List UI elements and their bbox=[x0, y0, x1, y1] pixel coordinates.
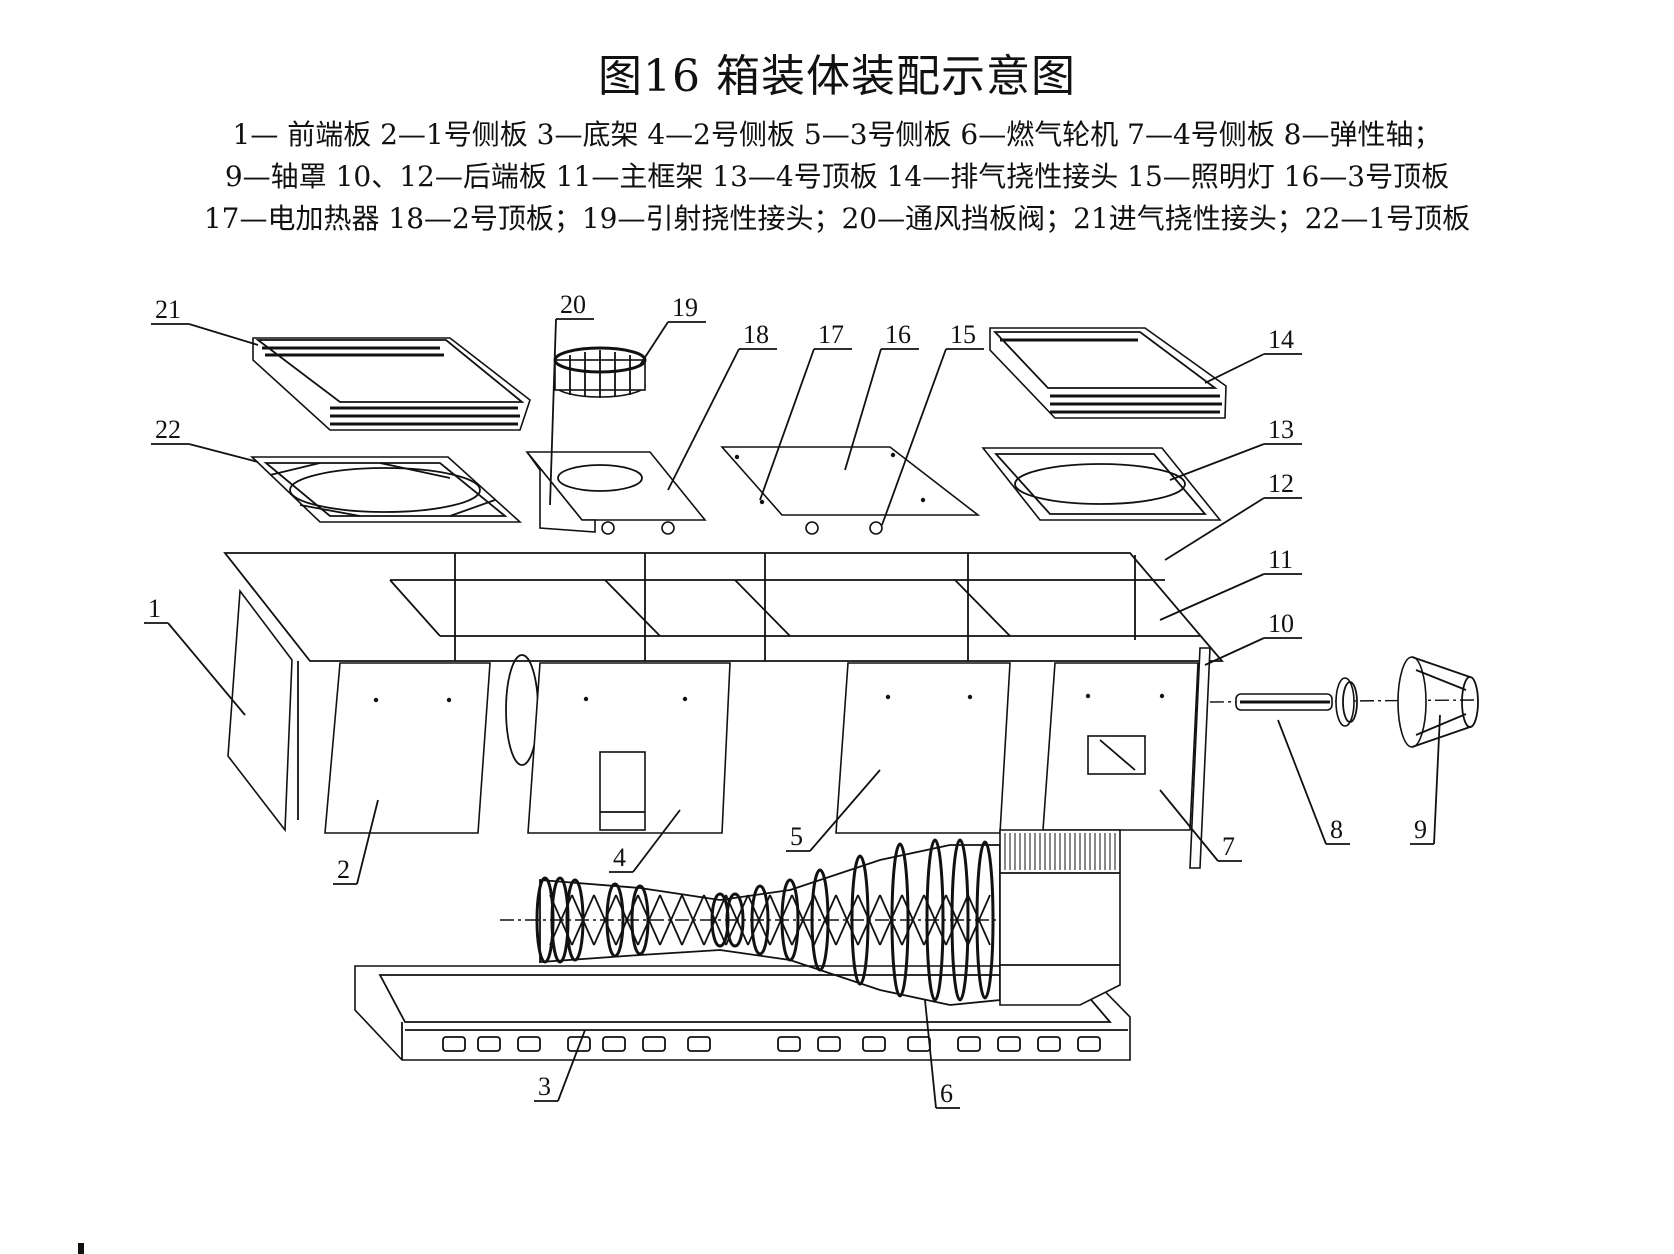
callout-leader bbox=[1433, 714, 1441, 845]
callout-leader bbox=[1204, 353, 1265, 384]
callout-leader bbox=[1169, 443, 1265, 481]
ejector-flexible-joint-19 bbox=[553, 346, 647, 398]
base-slot bbox=[997, 1036, 1021, 1052]
base-slot bbox=[567, 1036, 591, 1052]
main-frame-11 bbox=[223, 552, 1224, 831]
callout-leader bbox=[557, 1029, 586, 1102]
callout-8: 8 bbox=[1330, 815, 1343, 844]
callout-13: 13 bbox=[1268, 415, 1294, 444]
base-slot bbox=[642, 1036, 666, 1052]
legend-line-3: 17—电加热器 18—2号顶板；19—引射挠性接头；20—通风挡板阀；21进气挠… bbox=[203, 202, 1471, 235]
callout-leader bbox=[667, 348, 740, 491]
callout-leader bbox=[167, 622, 246, 716]
base-slot bbox=[1037, 1036, 1061, 1052]
callout-leader bbox=[356, 799, 379, 885]
turbine-ring bbox=[975, 840, 995, 1000]
callout-leaders bbox=[144, 318, 1441, 1109]
callout-leader bbox=[1277, 719, 1327, 845]
roof-panel-4-13 bbox=[981, 447, 1222, 521]
callout-19: 19 bbox=[672, 293, 698, 322]
callout-22: 22 bbox=[155, 415, 181, 444]
base-slot bbox=[817, 1036, 841, 1052]
side-panel-3-5 bbox=[835, 662, 1011, 834]
turbine-ring bbox=[630, 884, 650, 956]
callout-18: 18 bbox=[743, 320, 769, 349]
callout-3: 3 bbox=[538, 1072, 551, 1101]
callout-leader bbox=[549, 318, 557, 506]
shaft-cover-9 bbox=[1397, 656, 1479, 748]
turbine-ring bbox=[725, 892, 745, 948]
front-end-panel-1 bbox=[227, 588, 293, 833]
roof-panel-1-22 bbox=[250, 456, 523, 523]
callout-leader bbox=[1164, 497, 1265, 561]
base-slot bbox=[517, 1036, 541, 1052]
callout-11: 11 bbox=[1268, 545, 1293, 574]
callout-leader bbox=[188, 323, 259, 346]
turbine-ring bbox=[605, 882, 625, 958]
base-slot bbox=[477, 1036, 501, 1052]
base-slot bbox=[1077, 1036, 1101, 1052]
base-slot bbox=[602, 1036, 626, 1052]
base-slot bbox=[862, 1036, 886, 1052]
callout-leader bbox=[1159, 789, 1219, 862]
side-panel-4-7 bbox=[1042, 662, 1199, 831]
callout-17: 17 bbox=[818, 320, 844, 349]
base-slot bbox=[957, 1036, 981, 1052]
callout-12: 12 bbox=[1268, 469, 1294, 498]
callout-leader bbox=[639, 321, 669, 366]
elastic-shaft-8 bbox=[1209, 677, 1476, 727]
callout-20: 20 bbox=[560, 290, 586, 319]
base-slot bbox=[442, 1036, 466, 1052]
base-frame-3 bbox=[354, 965, 1131, 1061]
legend-line-2: 9—轴罩 10、12—后端板 11—主框架 13—4号顶板 14—排气挠性接头 … bbox=[224, 160, 1450, 193]
callout-5: 5 bbox=[790, 822, 803, 851]
callout-16: 16 bbox=[885, 320, 911, 349]
turbine-ring bbox=[810, 868, 830, 972]
callout-7: 7 bbox=[1222, 832, 1235, 861]
inlet-flexible-joint-21 bbox=[252, 337, 531, 431]
turbine-ring bbox=[925, 838, 945, 1002]
callout-leader bbox=[881, 348, 947, 526]
turbine-ring bbox=[750, 884, 770, 956]
callout-leader bbox=[632, 809, 681, 873]
turbine-ring bbox=[780, 878, 800, 962]
legend-line-1: 1— 前端板 2—1号侧板 3—底架 4—2号侧板 5—3号侧板 6—燃气轮机 … bbox=[232, 118, 1442, 151]
turbine-ring bbox=[950, 838, 970, 1002]
rear-end-panel-10 bbox=[1189, 647, 1211, 869]
roof-panel-2-18 bbox=[525, 451, 707, 535]
callout-15: 15 bbox=[950, 320, 976, 349]
roof-panel-3-16 bbox=[720, 446, 981, 535]
base-slot bbox=[777, 1036, 801, 1052]
callout-leader bbox=[759, 348, 815, 501]
callout-1: 1 bbox=[148, 594, 161, 623]
exhaust-flexible-joint-14 bbox=[989, 327, 1227, 419]
base-slot bbox=[687, 1036, 711, 1052]
callout-10: 10 bbox=[1268, 609, 1294, 638]
callout-leader bbox=[924, 999, 937, 1109]
callout-2: 2 bbox=[337, 855, 350, 884]
side-panel-1-2 bbox=[324, 662, 491, 834]
callout-leader bbox=[1159, 573, 1265, 621]
callout-4: 4 bbox=[613, 843, 626, 872]
callout-leader bbox=[809, 769, 881, 852]
callout-leader bbox=[844, 348, 882, 471]
gas-turbine-6 bbox=[500, 829, 1121, 1006]
callout-21: 21 bbox=[155, 295, 181, 324]
turbine-ring bbox=[890, 842, 910, 998]
callout-6: 6 bbox=[940, 1079, 953, 1108]
page-edge-mark bbox=[78, 1243, 84, 1254]
callout-14: 14 bbox=[1268, 325, 1294, 354]
side-panel-2-4 bbox=[527, 662, 731, 834]
callout-leader bbox=[188, 443, 259, 463]
figure-title: 图16 箱装体装配示意图 bbox=[598, 51, 1076, 102]
callout-9: 9 bbox=[1414, 815, 1427, 844]
callout-leader bbox=[1204, 637, 1265, 666]
turbine-ring bbox=[850, 854, 870, 986]
